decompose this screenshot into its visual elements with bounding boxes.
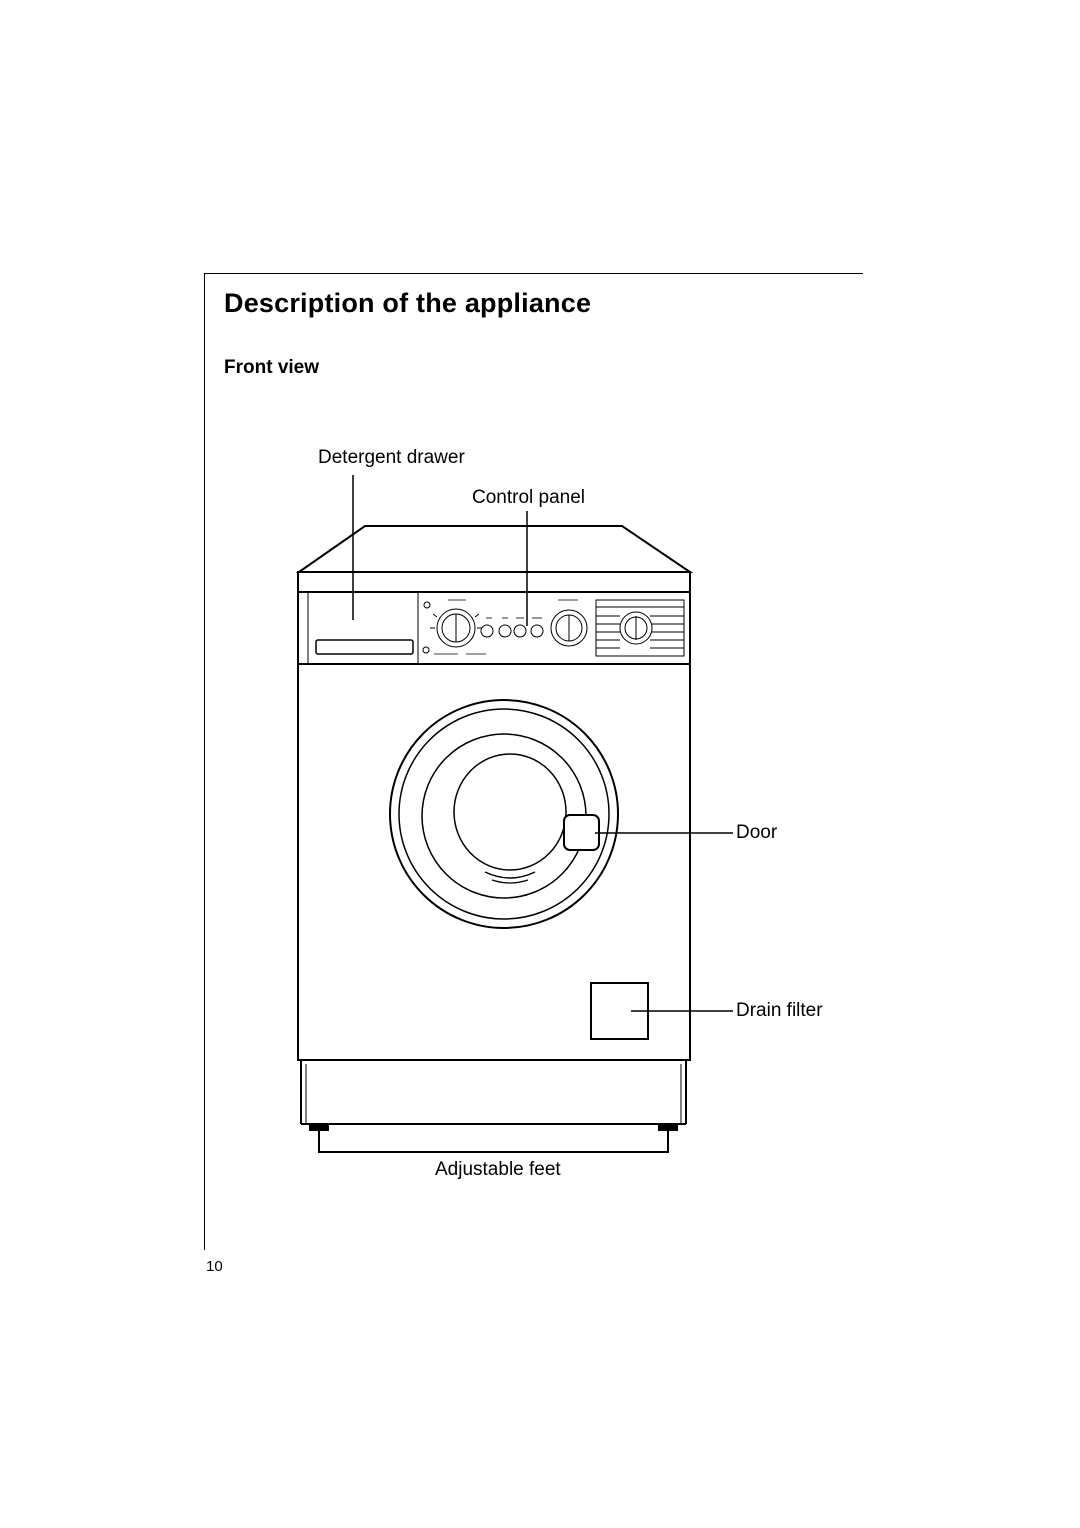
frame-left-rule xyxy=(204,273,205,1250)
detergent-drawer xyxy=(315,639,414,655)
door-handle xyxy=(563,814,600,851)
section-heading: Front view xyxy=(224,357,320,378)
control-panel-details xyxy=(422,599,685,657)
page-title: Description of the appliance xyxy=(224,288,592,318)
adjustable-feet-label: Adjustable feet xyxy=(435,1159,561,1180)
programme-knob xyxy=(436,608,476,648)
temperature-knob xyxy=(550,609,588,647)
drain-filter-label: Drain filter xyxy=(736,1000,823,1021)
detergent-drawer-label: Detergent drawer xyxy=(318,447,465,468)
control-panel-label: Control panel xyxy=(472,487,586,508)
machine-top-trim xyxy=(297,571,691,593)
machine-top xyxy=(295,525,694,573)
adjustable-feet xyxy=(309,1123,678,1153)
option-button-4 xyxy=(530,624,544,638)
frame-top-rule xyxy=(204,273,863,274)
option-button-2 xyxy=(498,624,512,638)
leader-lines xyxy=(352,475,733,1012)
door-label: Door xyxy=(736,822,778,843)
door xyxy=(389,699,619,929)
option-button-1 xyxy=(480,624,494,638)
page-number: 10 xyxy=(206,1258,223,1275)
option-button-3 xyxy=(513,624,527,638)
plinth xyxy=(300,1060,687,1125)
